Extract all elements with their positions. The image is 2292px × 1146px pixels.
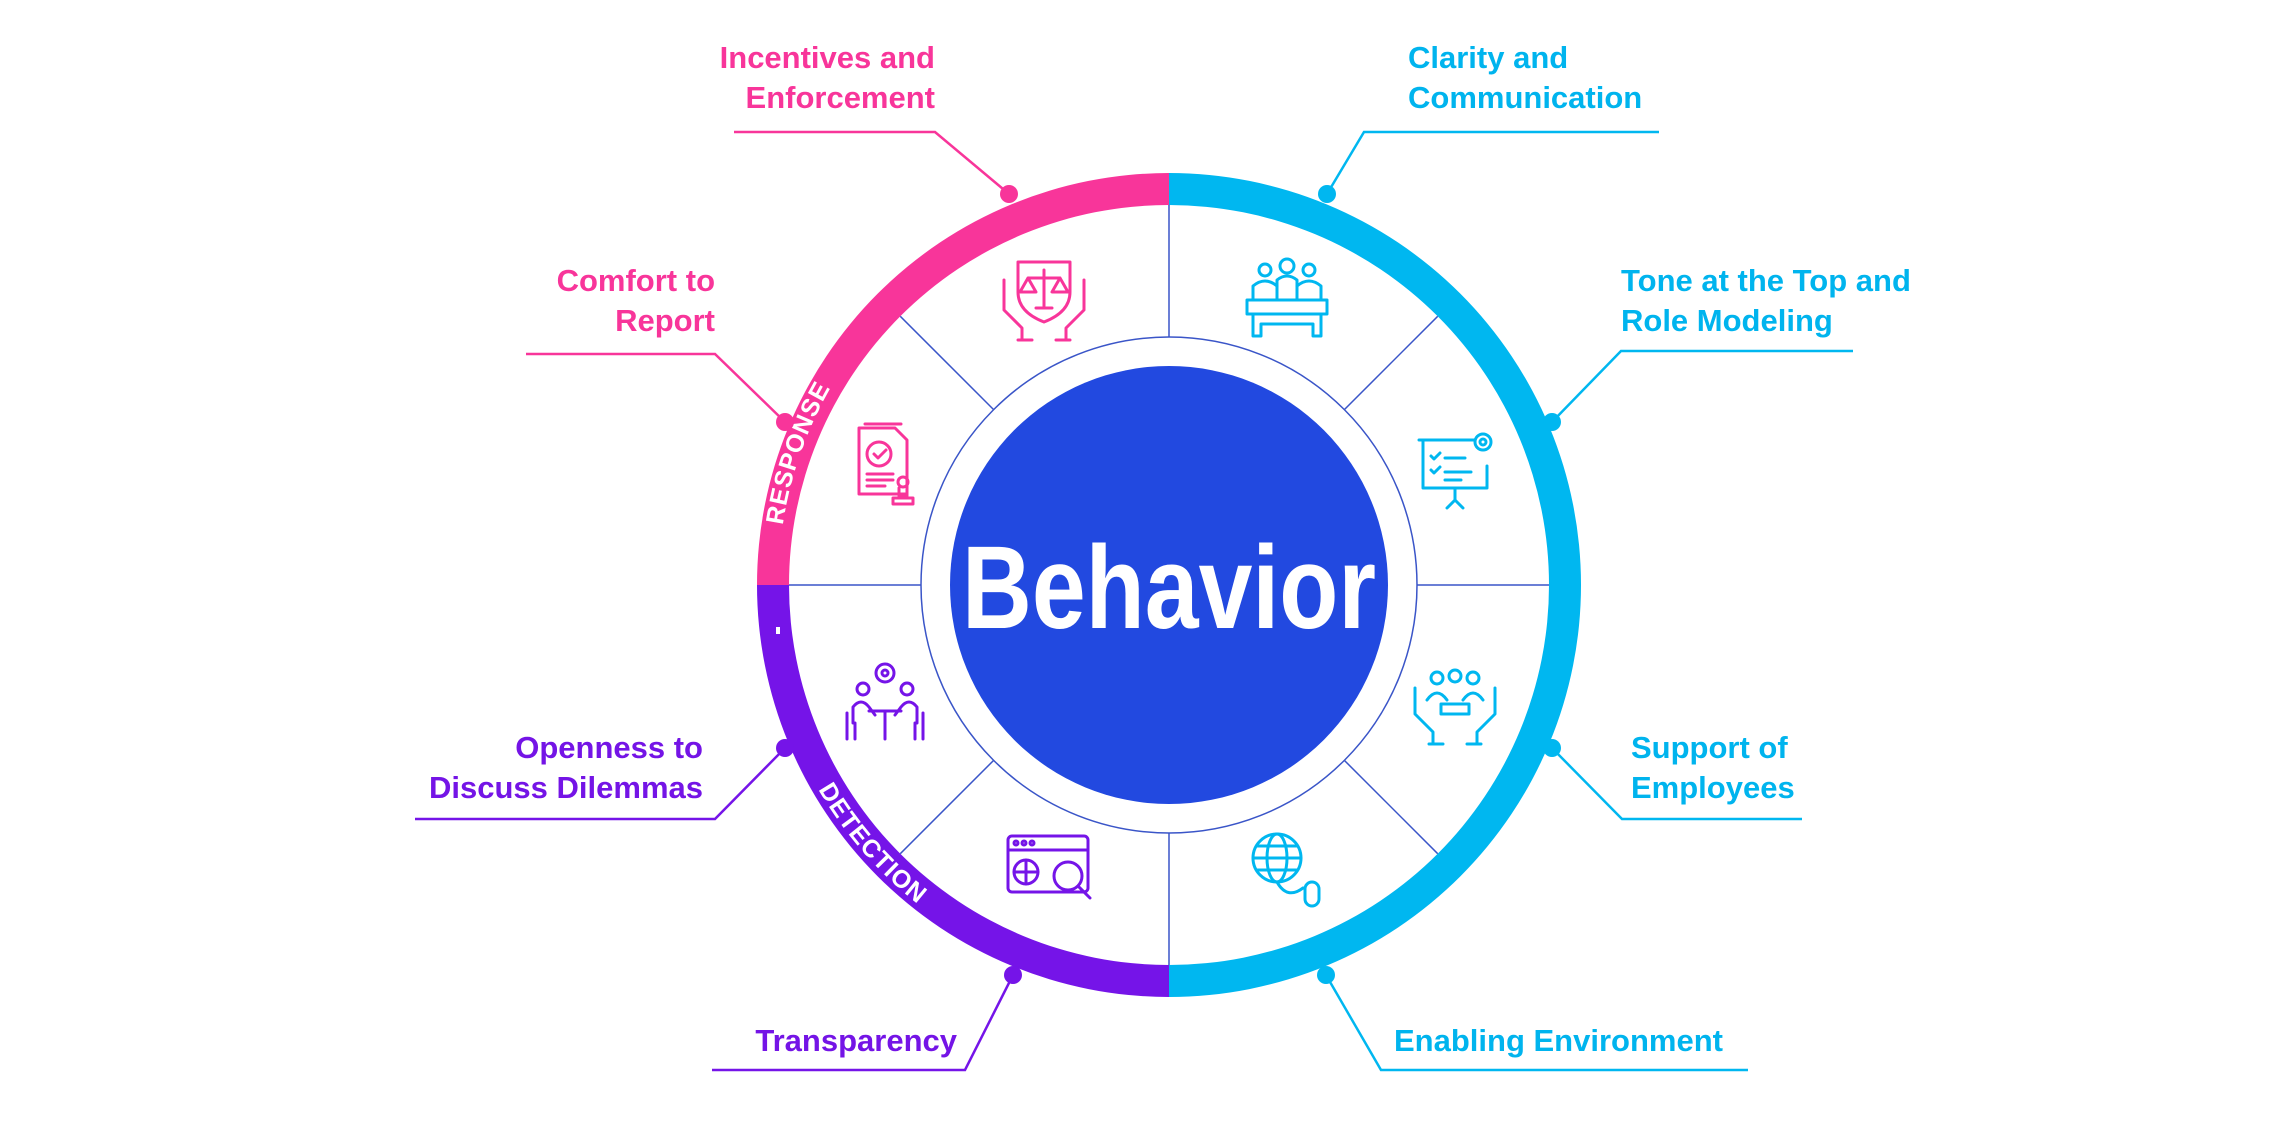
connector-dot: [1000, 185, 1018, 203]
connector-incentives: [734, 130, 1010, 195]
label-comfort-to-report: Comfort to Report: [557, 261, 715, 341]
scales-hands-icon: [1002, 260, 1086, 342]
connector-enabling: [1324, 974, 1748, 1072]
label-line: Enforcement: [745, 80, 935, 115]
meeting-table-icon: [1245, 257, 1329, 338]
center-title: Behavior: [962, 521, 1376, 653]
connector-dot: [1318, 185, 1336, 203]
label-line: Incentives and: [719, 40, 935, 75]
support-hands-icon: [1413, 668, 1497, 746]
connector-dot: [776, 413, 794, 431]
response-ring-segment: [757, 173, 1169, 585]
presentation-board-icon: [1417, 432, 1493, 510]
label-line: Clarity and: [1408, 40, 1569, 75]
connector-dot: [776, 739, 794, 757]
ring-tick-mark: [776, 627, 780, 634]
connector-dot: [1543, 413, 1561, 431]
segment-label-detection: DETECTION: [813, 778, 931, 909]
sector-dividers: [789, 205, 1549, 965]
svg-text:PREVENTION: PREVENTION: [1595, 495, 1632, 675]
svg-text:DETECTION: DETECTION: [813, 778, 932, 909]
sector-divider: [1343, 315, 1439, 411]
segment-label-prevention: PREVENTION: [1595, 495, 1631, 675]
label-line: Openness to: [515, 730, 703, 765]
center-disk: [950, 366, 1388, 804]
label-incentives-and-enforcement: Incentives and Enforcement: [720, 38, 935, 118]
browser-search-icon: [1006, 834, 1092, 900]
connector-dot: [1317, 966, 1335, 984]
connector-clarity: [1325, 130, 1659, 195]
connector-tone: [1551, 349, 1853, 423]
label-line: Role Modeling: [1621, 303, 1833, 338]
connector-support: [1551, 747, 1802, 821]
label-support-of-employees: Support of Employees: [1631, 728, 1795, 808]
certified-document-icon: [857, 422, 915, 506]
sector-divider: [899, 315, 995, 411]
label-enabling-environment: Enabling Environment: [1394, 1021, 1723, 1061]
connector-dot: [1543, 739, 1561, 757]
connector-comfort: [526, 352, 786, 423]
label-line: Employees: [1631, 770, 1795, 805]
label-openness-to-discuss-dilemmas: Openness to Discuss Dilemmas: [429, 728, 703, 808]
label-line: Transparency: [755, 1023, 957, 1058]
label-line: Report: [615, 303, 715, 338]
sector-divider: [1343, 759, 1439, 855]
label-transparency: Transparency: [755, 1021, 957, 1061]
globe-mouse-icon: [1251, 832, 1321, 908]
detection-ring-segment: [757, 585, 1169, 997]
label-line: Support of: [1631, 730, 1788, 765]
discussion-table-icon: [845, 662, 925, 741]
label-clarity-and-communication: Clarity and Communication: [1408, 38, 1642, 118]
label-tone-at-the-top: Tone at the Top and Role Modeling: [1621, 261, 1911, 341]
connector-dot: [1004, 966, 1022, 984]
sector-divider: [899, 759, 995, 855]
label-line: Discuss Dilemmas: [429, 770, 703, 805]
label-line: Communication: [1408, 80, 1643, 115]
label-line: Comfort to: [556, 263, 715, 298]
label-line: Tone at the Top and: [1621, 263, 1911, 298]
connector-openness: [415, 747, 786, 821]
label-line: Enabling Environment: [1394, 1023, 1723, 1058]
connector-transparency: [712, 974, 1015, 1072]
